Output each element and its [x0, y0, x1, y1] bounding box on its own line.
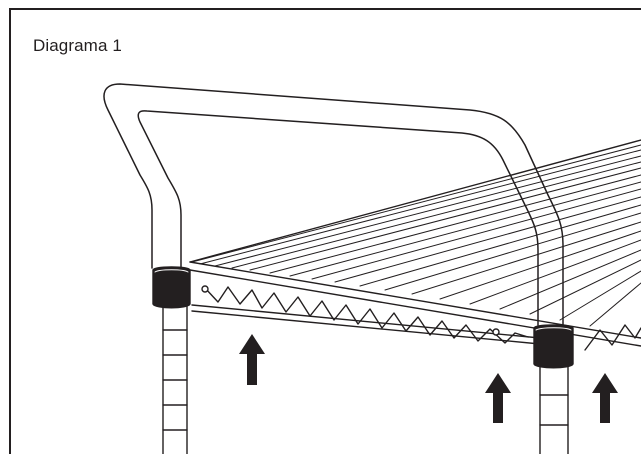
- up-arrow-left: [239, 334, 265, 385]
- shelf-collar-right: [533, 324, 574, 369]
- left-post: [162, 304, 188, 454]
- handle-frame: [103, 83, 564, 326]
- diagram-title: Diagrama 1: [33, 36, 122, 55]
- up-arrow-right: [592, 373, 618, 423]
- up-arrow-middle: [485, 373, 511, 423]
- frame-border-left: [9, 8, 11, 454]
- wire-shelf: [189, 139, 641, 351]
- frame-border-top: [9, 8, 641, 10]
- shelf-collar-left: [152, 266, 191, 309]
- right-post: [539, 364, 569, 454]
